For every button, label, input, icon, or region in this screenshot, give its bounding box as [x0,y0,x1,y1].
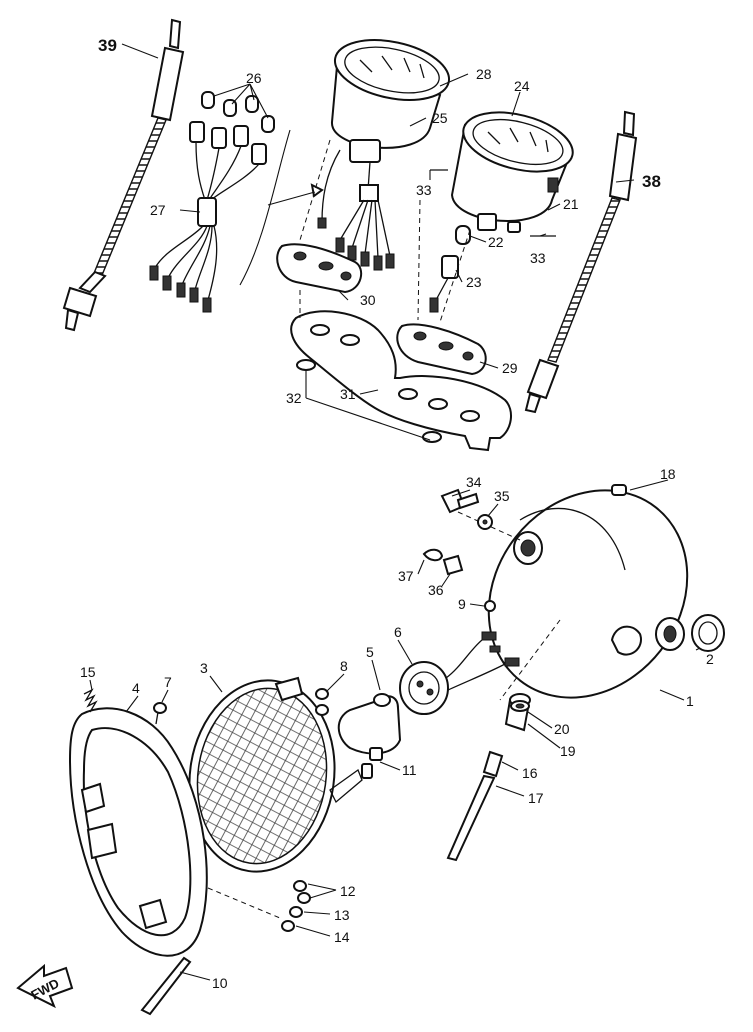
label-38: 38 [642,172,661,191]
label-32: 32 [286,390,302,406]
nut-11 [361,747,383,779]
label-34: 34 [466,474,482,490]
label-26: 26 [246,70,262,86]
speedometer-cable [62,18,185,332]
rim-screw-10 [140,956,192,1016]
speedometer-terminals [335,237,395,271]
label-7: 7 [164,674,172,690]
label-19: 19 [560,743,576,759]
label-37: 37 [398,568,414,584]
mount-bolt-17 [446,750,504,862]
label-29: 29 [502,360,518,376]
label-9: 9 [458,596,466,612]
label-20: 20 [554,721,570,737]
label-2: 2 [706,651,714,667]
label-17: 17 [528,790,544,806]
label-14: 14 [334,929,350,945]
headlight-rim [68,707,208,957]
label-6: 6 [394,624,402,640]
screw-and-nut-8 [315,688,329,716]
bulb-set [189,91,275,165]
mount-collar [504,693,531,732]
label-33b: 33 [530,250,546,266]
mount-bolt-washer-nut [422,488,496,612]
label-31: 31 [340,386,356,402]
label-10: 10 [212,975,228,991]
bulb-socket [399,631,520,715]
label-11: 11 [402,762,417,778]
label-15: 15 [80,664,96,680]
label-18: 18 [660,466,676,482]
label-16: 16 [522,765,538,781]
tachometer-cable [524,110,638,414]
label-23: 23 [466,274,482,290]
speedometer-gauge [317,39,451,271]
label-36: 36 [428,582,444,598]
meter-bracket [276,243,512,452]
label-12: 12 [340,883,356,899]
label-3: 3 [200,660,208,676]
label-4: 4 [132,680,140,696]
label-5: 5 [366,644,374,660]
fwd-arrow-icon [16,963,74,1009]
label-33a: 33 [416,182,432,198]
label-1: 1 [686,693,694,709]
label-39: 39 [98,36,117,55]
sealed-beam-unit [188,676,363,873]
label-30: 30 [360,292,376,308]
part-labels: 39 26 27 28 25 24 38 21 33 22 33 23 30 2… [28,36,714,1003]
label-24: 24 [514,78,530,94]
tachometer-gauge [450,111,574,233]
label-22: 22 [488,234,504,250]
nuts-12-13-14 [281,880,311,932]
screw-7 [153,702,167,725]
bulb-socket-harness [149,91,324,313]
label-27: 27 [150,202,166,218]
label-13: 13 [334,907,350,923]
grommet-2 [691,614,725,652]
label-21: 21 [563,196,579,212]
meter-bulb-and-socket [429,225,471,313]
headlight-bulb [337,693,402,755]
label-25: 25 [432,110,448,126]
label-8: 8 [340,658,348,674]
label-35: 35 [494,488,510,504]
headlight-shell [487,484,689,699]
harness-terminals [149,265,212,313]
label-28: 28 [476,66,492,82]
leader-lines [89,43,701,981]
